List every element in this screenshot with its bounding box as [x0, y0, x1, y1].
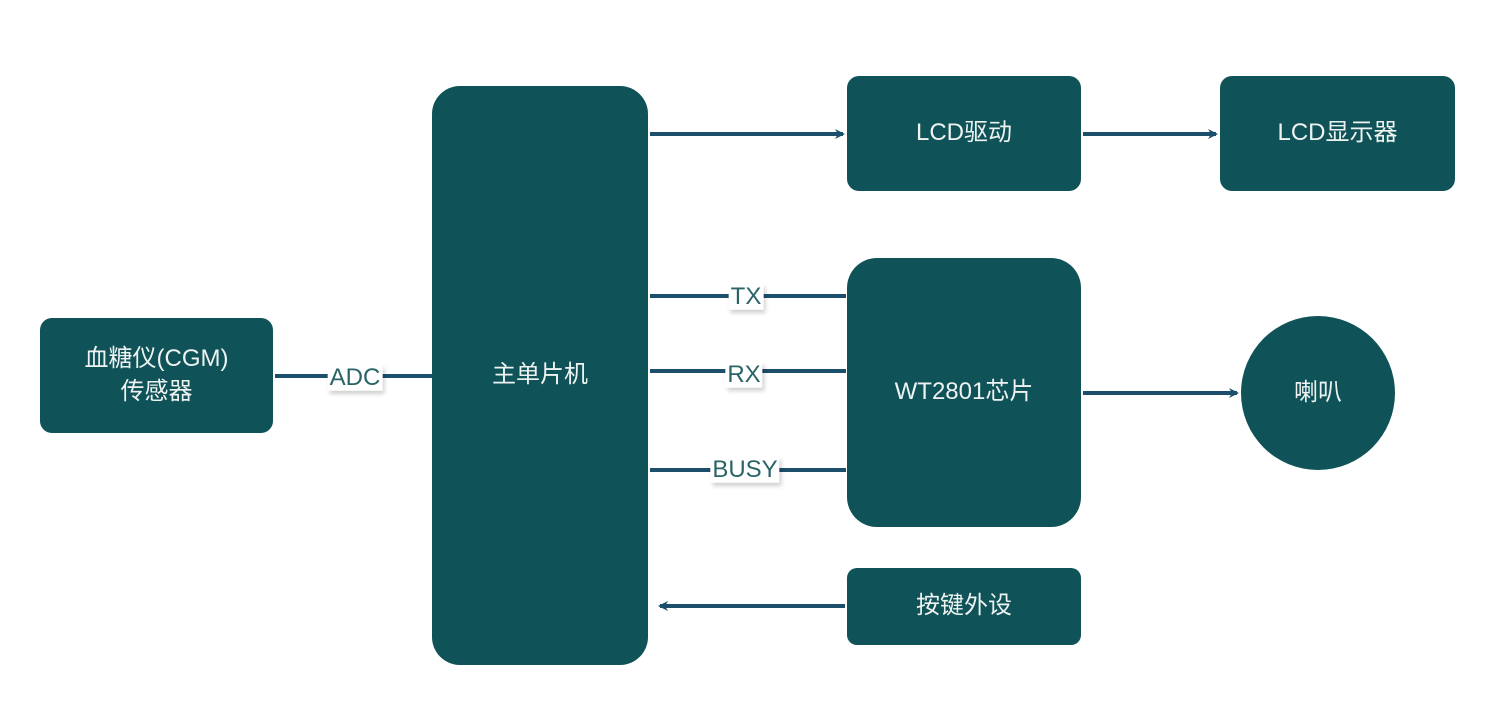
edge-label-adc: ADC — [327, 363, 383, 392]
node-lcd-driver: LCD驱动 — [847, 76, 1081, 191]
node-speaker: 喇叭 — [1241, 316, 1395, 470]
node-sensor: 血糖仪(CGM) 传感器 — [40, 318, 273, 433]
node-wt2801: WT2801芯片 — [847, 258, 1081, 527]
node-mcu: 主单片机 — [432, 86, 648, 665]
edge-label-busy: BUSY — [710, 455, 780, 484]
edge-label-tx: TX — [728, 282, 764, 311]
node-lcd-display: LCD显示器 — [1220, 76, 1455, 191]
edge-label-rx: RX — [725, 360, 763, 389]
node-keys: 按键外设 — [847, 568, 1081, 645]
